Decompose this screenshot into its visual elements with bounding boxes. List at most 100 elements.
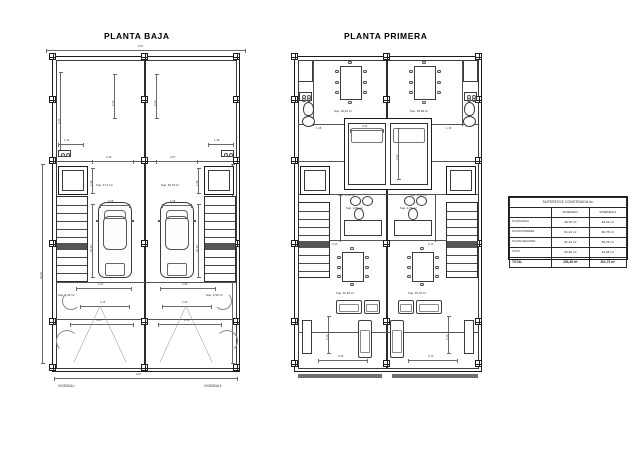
door-swing-icon (56, 330, 78, 352)
dimension-label: 9,87 (138, 44, 144, 48)
structural-column (233, 318, 240, 325)
chair (365, 266, 370, 270)
structural-column (291, 360, 298, 367)
patio-light-well-inner (208, 170, 230, 191)
room-area-label: Sup. 32,36 m² (336, 291, 355, 295)
structural-column (291, 53, 298, 60)
table-row: PLANTA SEGUNDA 61,14 m² 60,78 m² (508, 237, 628, 248)
table-row: PLANTA PRIMERA 61,14 m² 60,78 m² (508, 227, 628, 238)
party-wall (144, 59, 147, 369)
chair (363, 91, 368, 95)
armchair (398, 300, 414, 314)
dimension-line (162, 305, 212, 309)
bed (348, 123, 386, 185)
staircase (204, 196, 236, 282)
row-value-v1: 61,14 m² (551, 237, 590, 248)
dimension-label: 1,48 (316, 127, 322, 130)
chair (363, 70, 368, 74)
room-area-label: Sup. 4,35 m² (206, 293, 223, 297)
structural-column (383, 360, 390, 367)
chair (337, 256, 342, 260)
row-value-v2: 32,28 m² (588, 247, 628, 258)
chair (435, 266, 440, 270)
dimension-line (155, 74, 159, 119)
dimension-line (113, 74, 117, 119)
total-label: TOTAL (508, 257, 553, 268)
dimension-line (350, 129, 384, 133)
dimension-line (54, 377, 238, 381)
chair (407, 266, 412, 270)
wardrobe (394, 220, 432, 236)
chair (337, 275, 342, 279)
interior-wall (462, 59, 464, 126)
row-value-v2: 48,22 m² (588, 217, 628, 228)
dimension-line (91, 204, 95, 278)
table-caption: SUPERFICIE CONSTRUIDA m² (509, 197, 627, 208)
column-header-vivienda-1: VIVIENDA I (551, 207, 590, 218)
chair (335, 91, 340, 95)
structural-column (291, 96, 298, 103)
floor-plan-planta-baja: 9,87 4,28 4,22 4,20 (36, 44, 266, 389)
structural-column (49, 53, 56, 60)
dimension-line (100, 204, 130, 208)
dimension-line (41, 164, 45, 364)
dimension-label: 4,20 (112, 100, 115, 106)
chair (335, 70, 340, 74)
dimension-line (197, 204, 201, 278)
car-symbol (96, 202, 134, 278)
chair (363, 81, 368, 85)
dimension-line (197, 168, 201, 194)
staircase (298, 202, 330, 278)
row-value-v1: 48,78 m² (551, 217, 590, 228)
dimension-label: 1,42 (64, 138, 70, 142)
kitchen-counter (298, 60, 313, 82)
dimension-line (327, 316, 331, 354)
sink-icon (404, 196, 415, 206)
structural-column (383, 53, 390, 60)
table-caption-row: SUPERFICIE CONSTRUIDA m² (509, 197, 627, 208)
chair (337, 266, 342, 270)
chair (435, 275, 440, 279)
row-label: PLANTA PRIMERA (508, 227, 553, 238)
chair (335, 81, 340, 85)
structural-column (475, 53, 482, 60)
dimension-label: 2,87 (170, 155, 176, 159)
chair (409, 91, 414, 95)
chair (422, 61, 427, 65)
garage-door-swing-icon (73, 305, 213, 363)
interior-wall (435, 194, 437, 242)
dining-table (414, 66, 436, 100)
party-wall (386, 59, 389, 369)
dimension-line (91, 168, 95, 194)
dimension-line (70, 323, 134, 327)
chair (348, 101, 353, 105)
dimension-line (318, 359, 368, 363)
chair (350, 247, 355, 251)
staircase (446, 202, 478, 278)
toilet-icon (354, 208, 364, 220)
door-swing-icon (62, 292, 80, 310)
staircase (56, 196, 88, 282)
armchair (364, 300, 380, 314)
structural-column (49, 240, 56, 247)
dimension-line (46, 49, 246, 53)
dimension-label: 2,10 (326, 334, 329, 340)
kitchen-hob-icon (464, 92, 477, 102)
terrace-edge (298, 374, 382, 378)
door-swing-icon (216, 330, 238, 352)
summary-table: SUPERFICIE CONSTRUIDA m² VIVIENDA I VIVI… (508, 196, 628, 268)
row-value-v1: 32,39 m² (551, 247, 590, 258)
structural-column (383, 96, 390, 103)
table-row: ÁTICO 32,39 m² 32,28 m² (508, 247, 628, 258)
dimension-line (162, 204, 192, 208)
interior-wall (298, 124, 370, 126)
dimension-line (58, 143, 84, 147)
structural-column (475, 360, 482, 367)
patio-light-well-inner (62, 170, 84, 191)
patio-light-well-inner (304, 170, 326, 191)
dimension-line (92, 160, 134, 164)
structural-column (141, 364, 148, 371)
structural-column (475, 318, 482, 325)
dwelling-label-1: VIVIENDA I (58, 384, 75, 388)
total-value-v1: 203,45 m² (551, 257, 590, 268)
